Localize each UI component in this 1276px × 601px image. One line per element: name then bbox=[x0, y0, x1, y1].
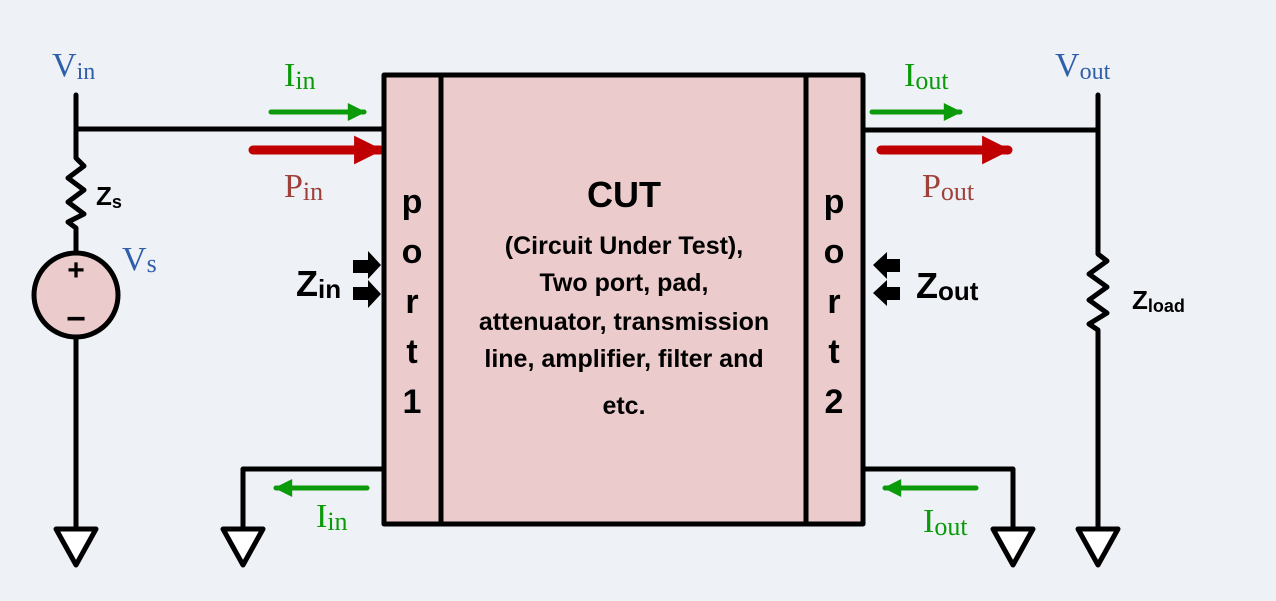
port1-letter: o bbox=[402, 233, 423, 271]
iout-top-label: Iout bbox=[904, 57, 949, 95]
cut-line: attenuator, transmission bbox=[479, 308, 769, 336]
iin-top-label: Iin bbox=[284, 57, 316, 95]
cut-line: line, amplifier, filter and bbox=[484, 345, 763, 373]
port1-letter: p bbox=[402, 183, 423, 221]
zin-label: Zin bbox=[296, 263, 341, 304]
zload-resistor-icon bbox=[1086, 247, 1110, 533]
vs-label: Vs bbox=[122, 241, 157, 278]
zout-arrows-icon bbox=[873, 252, 900, 306]
pout-label: Pout bbox=[922, 168, 975, 206]
port2-label: p o r t 2 bbox=[824, 183, 845, 421]
vout-label: Vout bbox=[1055, 47, 1111, 85]
output-return-wire bbox=[860, 466, 1016, 533]
cut-block bbox=[381, 72, 866, 527]
port2-letter: 2 bbox=[825, 383, 844, 421]
port2-letter: r bbox=[827, 283, 840, 321]
port2-letter: t bbox=[828, 333, 839, 371]
port1-letter: 1 bbox=[403, 383, 422, 421]
cut-description: CUT (Circuit Under Test), Two port, pad,… bbox=[479, 174, 769, 420]
source-plus-sign: + bbox=[67, 254, 85, 287]
port2-letter: o bbox=[824, 233, 845, 271]
zs-label: Zs bbox=[96, 181, 122, 212]
port1-label: p o r t 1 bbox=[402, 183, 423, 421]
ground-icon bbox=[53, 526, 99, 568]
cut-line: etc. bbox=[602, 392, 645, 420]
port1-letter: t bbox=[406, 333, 417, 371]
ground-icon bbox=[1075, 526, 1121, 568]
cut-outline bbox=[381, 72, 866, 527]
port1-letter: r bbox=[405, 283, 418, 321]
pin-label: Pin bbox=[284, 168, 323, 206]
iout-bottom-label: Iout bbox=[923, 503, 968, 541]
ground-icon bbox=[990, 526, 1036, 568]
zout-label: Zout bbox=[916, 265, 979, 306]
zload-label: Zload bbox=[1132, 285, 1185, 316]
zs-resistor-icon bbox=[65, 147, 87, 257]
iin-bottom-label: Iin bbox=[316, 498, 348, 536]
cut-title: CUT bbox=[587, 174, 661, 215]
cut-line: Two port, pad, bbox=[540, 269, 709, 297]
cut-line: (Circuit Under Test), bbox=[505, 232, 743, 260]
vin-label: Vin bbox=[52, 47, 95, 85]
source-minus-sign: − bbox=[66, 300, 86, 338]
port2-letter: p bbox=[824, 183, 845, 221]
source-branch: + − bbox=[31, 92, 387, 568]
ground-icon bbox=[220, 526, 266, 568]
zin-arrows-icon bbox=[353, 251, 381, 308]
input-return-wire bbox=[240, 466, 387, 533]
